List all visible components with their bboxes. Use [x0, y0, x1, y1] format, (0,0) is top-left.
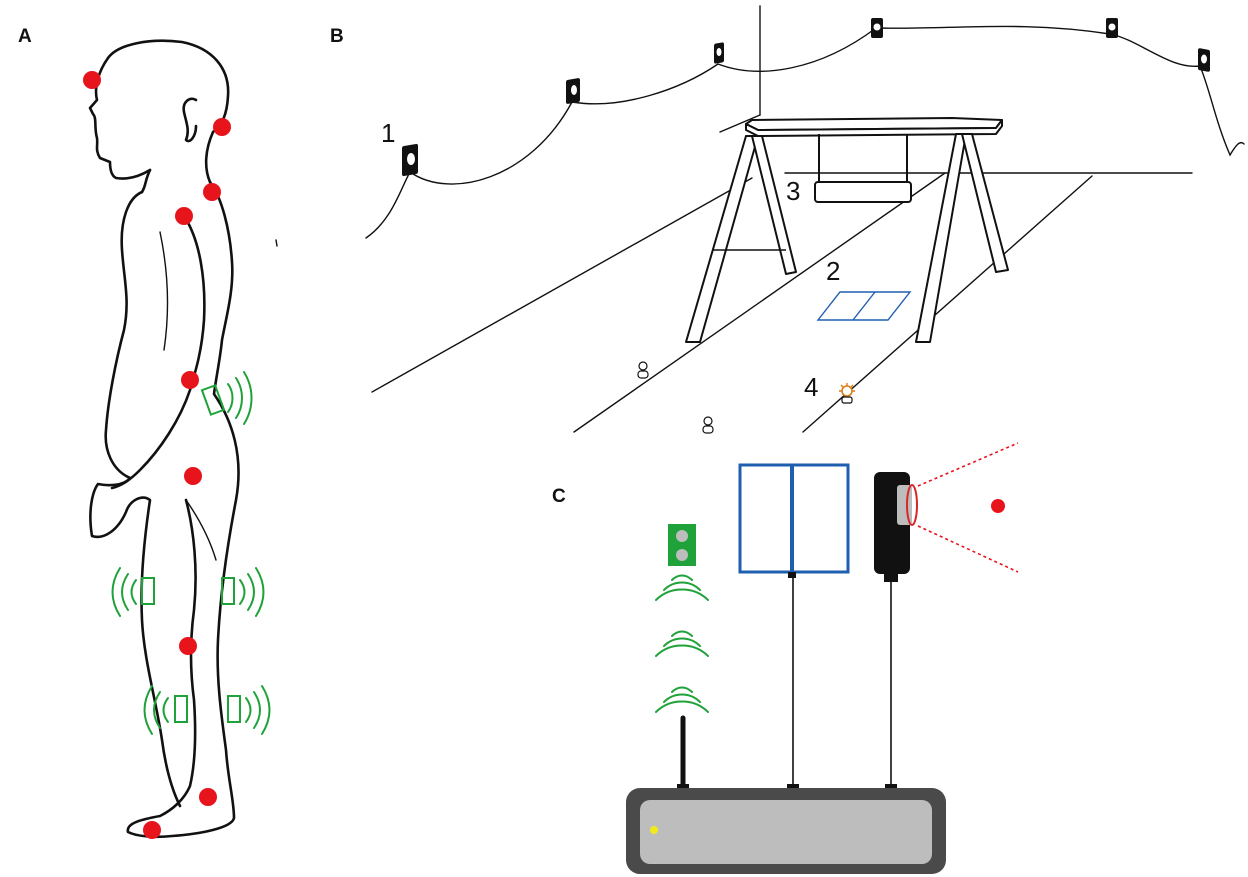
marker-thigh: [184, 467, 202, 485]
label-swing: 3: [786, 176, 800, 206]
laser-beam: [917, 442, 1019, 573]
force-plate: [816, 291, 912, 321]
photocell-icon: [637, 361, 649, 379]
label-force-plate: 2: [826, 256, 840, 286]
imu-sensor-icon: [668, 524, 696, 566]
camera-icon: [1198, 48, 1210, 72]
imu-sensor-thigh-pair: [111, 567, 265, 617]
reflective-markers-body: [83, 71, 231, 839]
panel-b-label: B: [330, 26, 344, 47]
imu-sensor-hip: [200, 371, 253, 425]
panel-c-label: C: [552, 486, 566, 507]
marker-neck: [203, 183, 221, 201]
marker-hip: [181, 371, 199, 389]
panel-a-label: A: [18, 26, 32, 47]
label-cameras: 1: [381, 118, 395, 148]
panel-a: A: [18, 26, 278, 839]
marker-knee: [179, 637, 197, 655]
target-marker: [991, 499, 1005, 513]
speaker-icon: [839, 383, 855, 404]
connectors: [677, 784, 897, 790]
wireless-waves: [655, 574, 709, 713]
camera-icon: [402, 143, 418, 177]
camera-icon: [871, 18, 883, 38]
photocell-icon: [702, 416, 714, 434]
room-outline: [371, 5, 1193, 433]
marker-toe: [143, 821, 161, 839]
mocap-camera-side: [874, 472, 918, 786]
camera-icon: [566, 78, 580, 104]
marker-shoulder: [175, 207, 193, 225]
label-speaker: 4: [804, 372, 818, 402]
camera-cable: [365, 25, 1245, 239]
marker-forehead: [83, 71, 101, 89]
panel-b: B: [330, 5, 1245, 434]
marker-back-head: [213, 118, 231, 136]
camera-icon: [714, 42, 724, 64]
receiver-icon: [626, 788, 946, 874]
camera-icon: [1106, 18, 1118, 38]
human-body-outline: [88, 39, 278, 839]
panel-c: C: [552, 442, 1019, 874]
force-plate-front: [738, 463, 850, 786]
marker-ankle: [199, 788, 217, 806]
motion-cameras: [402, 18, 1210, 177]
status-led: [650, 826, 658, 834]
imu-sensor-shank-pair: [143, 685, 271, 735]
swing-frame: [685, 117, 1009, 343]
